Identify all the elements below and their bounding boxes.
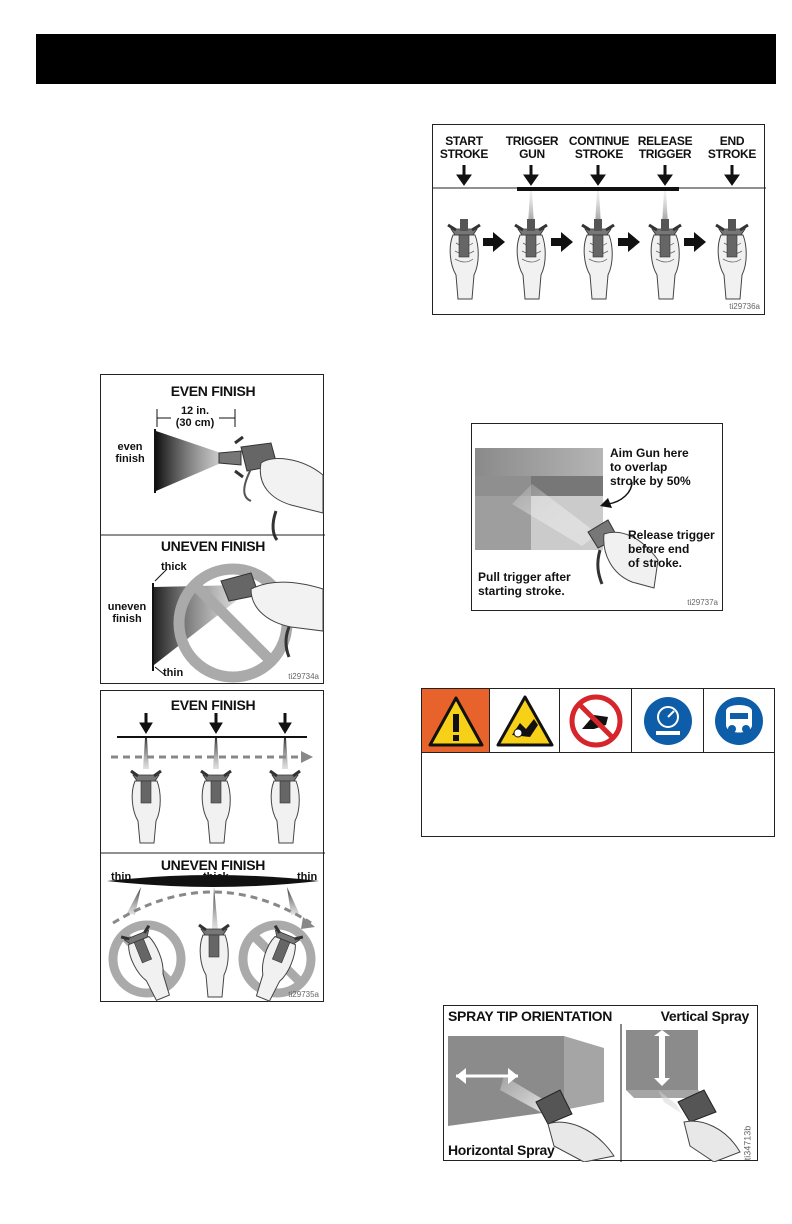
spray-tip-orientation-figure: SPRAY TIP ORIENTATION Vertical Spray Hor… bbox=[443, 1005, 758, 1162]
warning-icon bbox=[422, 689, 490, 752]
respirator-icon bbox=[704, 689, 774, 752]
overlap-drawing bbox=[475, 448, 659, 589]
pass-even-title: EVEN FINISH bbox=[170, 697, 256, 713]
pass-uneven-title: UNEVEN FINISH bbox=[160, 857, 266, 873]
thin-label: thin bbox=[163, 667, 184, 679]
figure-code: ti29736a bbox=[729, 302, 760, 311]
pressure-relief-icon bbox=[632, 689, 704, 752]
even-finish-drawing bbox=[101, 409, 325, 683]
warning-box bbox=[421, 688, 775, 837]
distance-label: 12 in.(30 cm) bbox=[175, 405, 215, 429]
thick-label: thick bbox=[161, 561, 187, 573]
pass-thin-right: thin bbox=[297, 871, 318, 883]
figure-code: ti29734a bbox=[288, 672, 319, 681]
vertical-spray-label: Vertical Spray bbox=[660, 1008, 750, 1024]
pass-thin-left: thin bbox=[111, 871, 132, 883]
figure-code: ti34713b bbox=[742, 1125, 753, 1161]
pass-finish-drawing bbox=[101, 713, 325, 1003]
warning-icon-row bbox=[422, 689, 774, 753]
pass-finish-figure: EVEN FINISH bbox=[100, 690, 325, 1003]
figure-code: ti29737a bbox=[687, 598, 718, 607]
orientation-title: SPRAY TIP ORIENTATION bbox=[448, 1008, 613, 1024]
pass-thick: thick bbox=[203, 871, 229, 883]
section-header-bar bbox=[36, 34, 776, 84]
even-finish-title: EVEN FINISH bbox=[170, 383, 256, 399]
orientation-drawing bbox=[448, 1024, 741, 1162]
skin-injection-icon bbox=[490, 689, 560, 752]
no-hand-icon bbox=[560, 689, 632, 752]
stroke-sequence-drawing bbox=[433, 165, 766, 301]
uneven-finish-title: UNEVEN FINISH bbox=[160, 538, 266, 554]
horizontal-spray-label: Horizontal Spray bbox=[448, 1142, 555, 1158]
figure-code: ti29735a bbox=[288, 990, 319, 999]
